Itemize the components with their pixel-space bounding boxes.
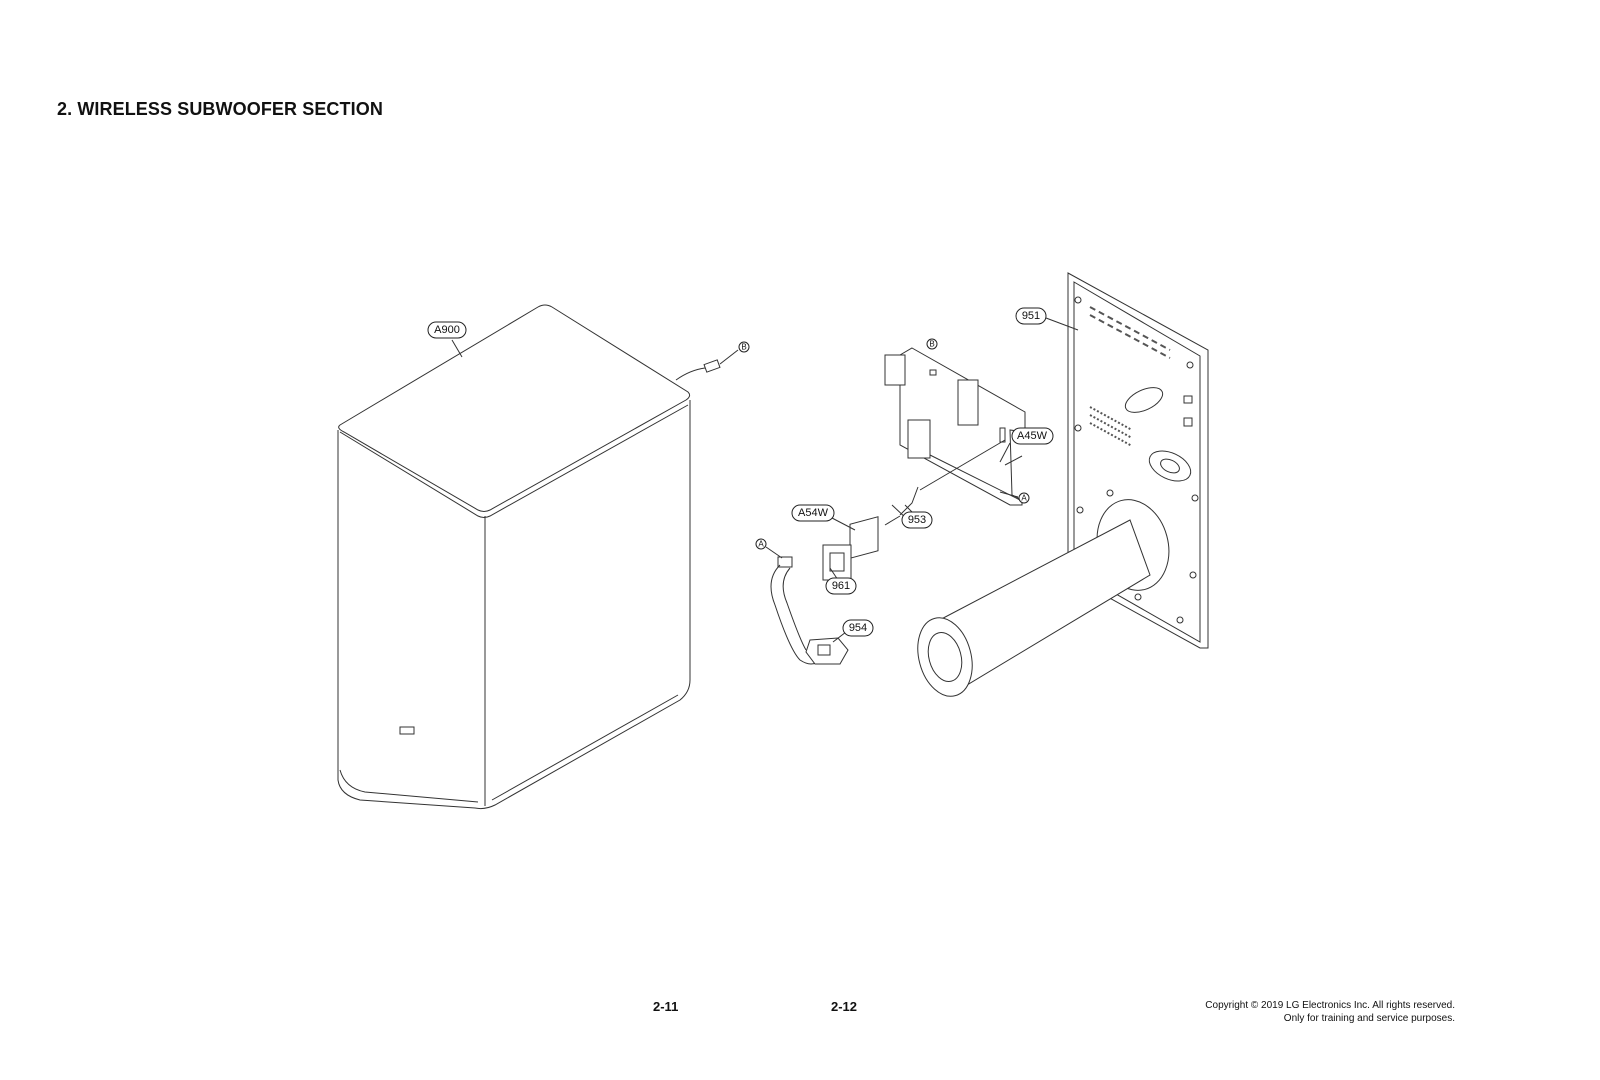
main-board-a45w: [884, 347, 1026, 506]
page-number-left: 2-11: [653, 999, 679, 1014]
port-tube: [917, 499, 1170, 697]
svg-text:B: B: [929, 340, 934, 349]
label-961: 961: [825, 577, 857, 595]
copyright-line-2: Only for training and service purposes.: [1283, 1013, 1455, 1024]
svg-text:A: A: [758, 540, 764, 549]
connector-b-cabinet: B: [738, 341, 750, 353]
connector-a-board: A: [1018, 492, 1030, 504]
page-number-right: 2-12: [831, 999, 858, 1014]
svg-text:A45W: A45W: [1017, 430, 1048, 442]
section-title: 2. WIRELESS SUBWOOFER SECTION: [57, 99, 383, 119]
svg-text:A900: A900: [434, 324, 460, 336]
label-a900: A900: [427, 321, 467, 339]
label-953: 953: [901, 511, 933, 529]
svg-text:951: 951: [1022, 310, 1040, 322]
label-954: 954: [842, 619, 874, 637]
svg-text:954: 954: [849, 622, 867, 634]
cabinet-a900: [337, 304, 721, 810]
svg-text:961: 961: [832, 580, 850, 592]
copyright-line-1: Copyright © 2019 LG Electronics Inc. All…: [1205, 1000, 1455, 1011]
svg-text:A54W: A54W: [798, 507, 829, 519]
label-951: 951: [1015, 307, 1047, 325]
label-a45w: A45W: [1011, 427, 1054, 445]
copyright-notice: Copyright © 2019 LG Electronics Inc. All…: [1205, 999, 1455, 1025]
label-a54w: A54W: [791, 504, 835, 522]
connector-b-board: B: [926, 338, 938, 350]
svg-text:953: 953: [908, 514, 926, 526]
connector-a-inlet: A: [755, 538, 767, 550]
wireless-module-parts: [822, 486, 919, 581]
svg-text:B: B: [741, 343, 746, 352]
svg-text:A: A: [1021, 494, 1027, 503]
